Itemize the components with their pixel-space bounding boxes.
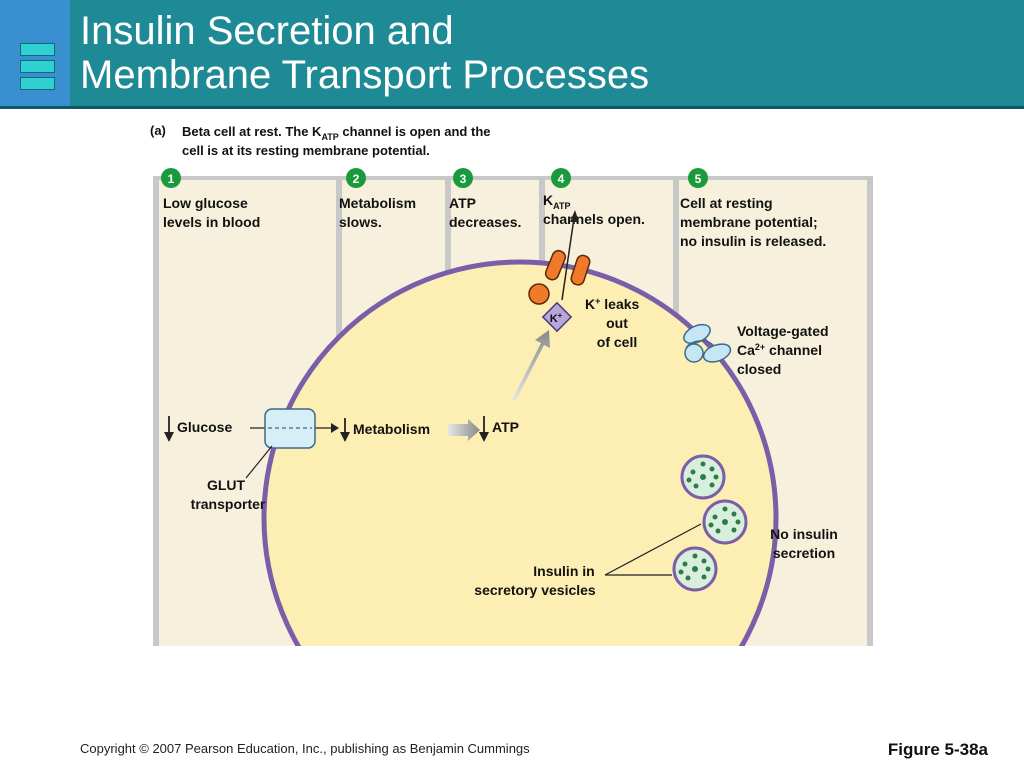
vesicles-label-line-2: secretory vesicles — [474, 582, 596, 598]
glucose-down-arrow-icon — [164, 416, 174, 442]
vesicle-leader-line — [604, 523, 702, 576]
step-5-text-line-3: no insulin is released. — [680, 233, 826, 249]
glut-label-line-2: transporter — [191, 496, 266, 512]
ca-channel-icon — [683, 323, 732, 363]
step-5-text-line-2: membrane potential; — [680, 214, 818, 230]
k-leaks-label-line-2: out — [606, 315, 628, 331]
step-badge-3: 3 — [453, 168, 473, 188]
metabolism-to-atp-arrow — [448, 419, 480, 441]
step-2-text-line-1: Metabolism — [339, 195, 416, 211]
header-divider — [0, 106, 1024, 109]
flow-arrow-to-katp — [512, 330, 550, 402]
logo-bar — [20, 77, 55, 90]
step-4-text-line-2: channels open. — [543, 211, 645, 227]
step-badge-4: 4 — [551, 168, 571, 188]
no-insulin-label-line-1: No insulin — [770, 526, 838, 542]
metabolism-label: Metabolism — [353, 421, 430, 437]
caption-line-1: Beta cell at rest. The KATP channel is o… — [182, 124, 491, 142]
metabolism-down-arrow-icon — [340, 418, 350, 442]
slide-header: Insulin Secretion and Membrane Transport… — [0, 0, 1024, 106]
glucose-path-arrowhead — [331, 423, 339, 433]
copyright-notice: Copyright © 2007 Pearson Education, Inc.… — [80, 741, 530, 756]
step-1-text-line-1: Low glucose — [163, 195, 248, 211]
caption-line-2: cell is at its resting membrane potentia… — [182, 143, 430, 158]
svg-text:K+: K+ — [550, 311, 563, 325]
k-ion-icon: K+ — [541, 301, 573, 333]
katp-channel-icon — [528, 249, 591, 305]
k-leaks-label-line-3: of cell — [597, 334, 637, 350]
beta-cell — [261, 259, 779, 646]
panel-top-border — [153, 176, 873, 180]
slide-title: Insulin Secretion and Membrane Transport… — [80, 9, 649, 97]
insulin-vesicle-icon — [680, 454, 726, 500]
vg-channel-label-line-2: Ca2+ channel — [737, 342, 822, 358]
step-3-text-line-1: ATP — [449, 195, 476, 211]
logo-bar — [20, 60, 55, 73]
glut-leader-line — [245, 445, 273, 479]
no-insulin-label-line-2: secretion — [773, 545, 835, 561]
logo-bar — [20, 43, 55, 56]
glut-label-line-1: GLUT — [207, 477, 246, 493]
svg-text:3: 3 — [460, 172, 467, 186]
k-exit-arrow — [561, 217, 575, 301]
insulin-vesicle-icon — [702, 499, 748, 545]
vg-channel-label-line-1: Voltage-gated — [737, 323, 829, 339]
k-exit-arrow-head — [570, 210, 579, 222]
svg-text:5: 5 — [695, 172, 702, 186]
vg-channel-label-line-3: closed — [737, 361, 781, 377]
step-1-text-line-2: levels in blood — [163, 214, 260, 230]
insulin-vesicle-icon — [672, 546, 718, 592]
figure-label: Figure 5-38a — [887, 740, 988, 759]
step-5-text-line-1: Cell at resting — [680, 195, 773, 211]
step-badge-1: 1 — [161, 168, 181, 188]
slide-title-line-2: Membrane Transport Processes — [80, 53, 650, 97]
k-leaks-label-line-1: K+ leaks — [585, 296, 640, 312]
step-badge-5: 5 — [688, 168, 708, 188]
glucose-label: Glucose — [177, 419, 232, 435]
column-divider — [867, 176, 873, 646]
slide-logo-icon — [0, 0, 70, 106]
panel-label: (a) — [150, 123, 166, 138]
step-4-text-line-1: KATP — [543, 192, 570, 211]
column-divider — [153, 176, 159, 646]
step-3-text-line-2: decreases. — [449, 214, 521, 230]
svg-text:2: 2 — [353, 172, 360, 186]
step-badge-2: 2 — [346, 168, 366, 188]
slide-title-line-1: Insulin Secretion and — [80, 9, 454, 53]
atp-label: ATP — [492, 419, 519, 435]
vesicles-label-line-1: Insulin in — [533, 563, 594, 579]
svg-text:1: 1 — [168, 172, 175, 186]
step-2-text-line-2: slows. — [339, 214, 382, 230]
atp-down-arrow-icon — [479, 416, 489, 442]
svg-text:4: 4 — [558, 172, 565, 186]
